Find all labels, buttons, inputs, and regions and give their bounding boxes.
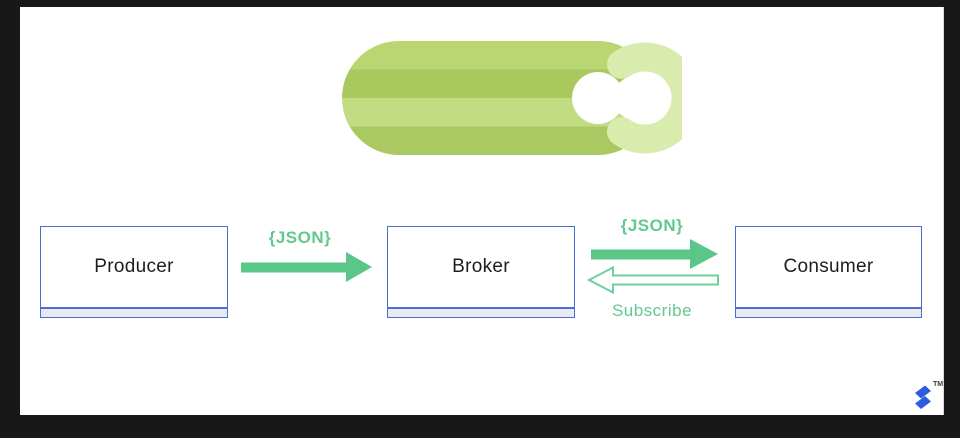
node-broker-footer: [387, 308, 575, 318]
diagram-canvas: Producer Broker Consumer {JSON} {JSON} S…: [20, 7, 944, 415]
trademark-symbol: TM: [933, 381, 944, 388]
node-producer-label: Producer: [94, 256, 174, 277]
arrow-broker-to-consumer: [591, 239, 718, 269]
celery-c-shape: [607, 42, 682, 154]
node-consumer: Consumer: [735, 226, 922, 308]
node-broker-label: Broker: [452, 256, 510, 277]
arrow-consumer-subscribe: [587, 266, 719, 295]
toptal-logo-icon: [915, 385, 931, 409]
node-broker: Broker: [387, 226, 575, 308]
celery-logo: [342, 41, 682, 155]
celery-c-hole: [572, 72, 624, 124]
node-consumer-label: Consumer: [783, 256, 874, 277]
edge-label-broker-consumer: {JSON}: [620, 216, 684, 235]
arrow-producer-to-broker: [241, 252, 372, 282]
edge-label-producer-broker: {JSON}: [268, 228, 332, 247]
node-consumer-footer: [735, 308, 922, 318]
node-producer-footer: [40, 308, 228, 318]
node-producer: Producer: [40, 226, 228, 308]
edge-label-subscribe: Subscribe: [611, 301, 693, 320]
